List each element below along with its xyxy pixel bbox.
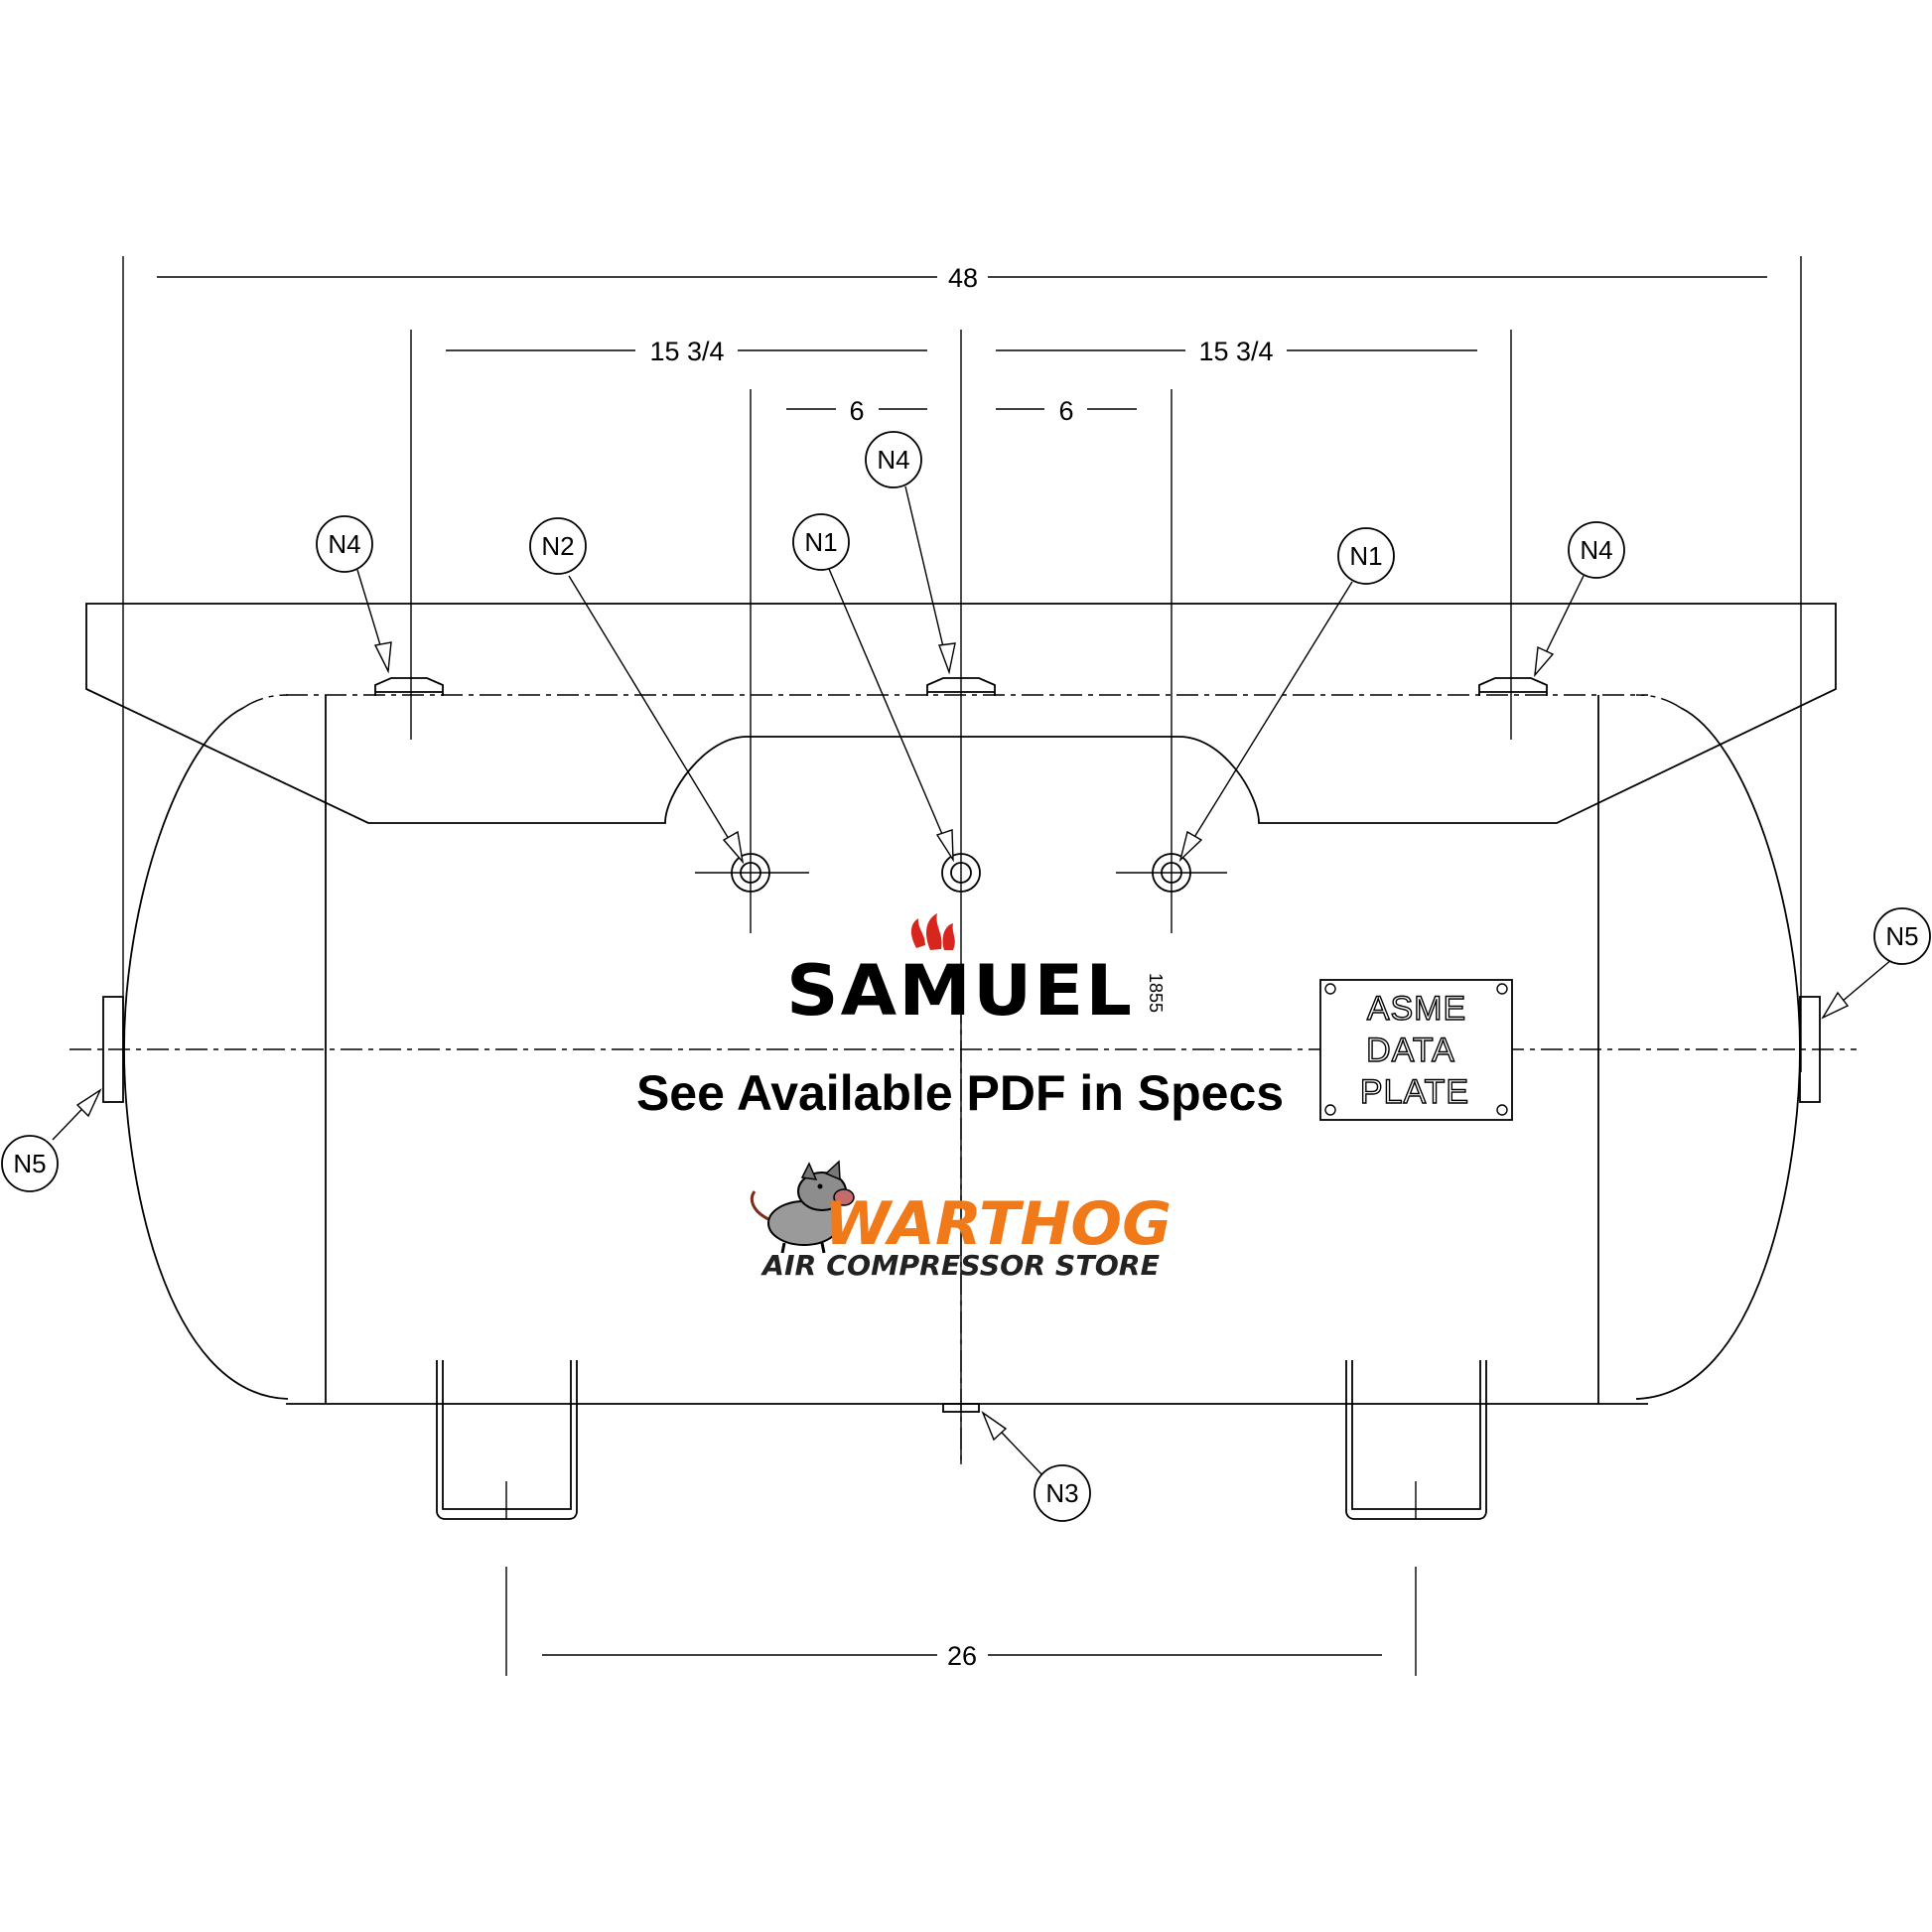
coupling-n5-left [102, 996, 124, 1103]
dimension-top-offsets: 15 3/4 15 3/4 [410, 330, 1512, 1464]
dimension-overall: 48 [122, 256, 1802, 1072]
coupling-n1-center [941, 853, 981, 893]
saddle-left [436, 1360, 578, 1520]
callout-n1-left: N1 [792, 513, 850, 571]
svg-text:N4: N4 [328, 529, 360, 559]
warthog-tagline: AIR COMPRESSOR STORE [760, 1249, 1160, 1282]
callout-n4-center: N4 [865, 431, 922, 488]
svg-text:N5: N5 [13, 1149, 46, 1178]
svg-text:N5: N5 [1885, 921, 1918, 951]
dimension-saddle-spacing: 26 [505, 1481, 1417, 1676]
dimension-inner-right-label: 6 [1058, 396, 1073, 426]
warthog-mascot-icon [750, 1160, 855, 1254]
svg-text:N4: N4 [877, 445, 909, 475]
asme-data-plate: ASME DATA PLATE [1319, 979, 1513, 1121]
svg-text:N3: N3 [1045, 1478, 1078, 1508]
samuel-year: 1855 [1146, 973, 1166, 1013]
dimension-overall-label: 48 [948, 263, 978, 293]
dimension-inner-left-label: 6 [849, 396, 864, 426]
callout-n4-right: N4 [1568, 521, 1625, 579]
coupling-n4-right [1478, 677, 1548, 696]
coupling-n4-center [926, 677, 996, 696]
callout-n1-right: N1 [1337, 527, 1395, 585]
samuel-logo: SAMUEL 1855 [786, 913, 1166, 1032]
coupling-n2 [695, 853, 809, 893]
mounting-plate [85, 603, 1837, 824]
coupling-n1-right [1116, 853, 1227, 893]
warthog-wordmark: WARTHOG [824, 1189, 1172, 1259]
dimension-saddle-label: 26 [947, 1641, 977, 1671]
plate-line-3: PLATE [1360, 1073, 1469, 1111]
coupling-n5-right [1799, 996, 1821, 1103]
svg-text:N2: N2 [541, 531, 574, 561]
dimension-inner: 6 6 [750, 389, 1173, 933]
svg-text:N1: N1 [1349, 541, 1382, 571]
coupling-n3 [942, 1403, 980, 1413]
saddle-right [1345, 1360, 1487, 1520]
plate-line-2: DATA [1366, 1032, 1455, 1069]
callout-n5-right: N5 [1873, 907, 1931, 965]
dimension-right-offset-label: 15 3/4 [1198, 337, 1273, 366]
coupling-n4-left [374, 677, 444, 696]
svg-text:N4: N4 [1580, 535, 1612, 565]
warthog-logo: WARTHOG AIR COMPRESSOR STORE [750, 1160, 1172, 1282]
flame-icon [910, 913, 955, 950]
callout-n4-left: N4 [316, 515, 373, 573]
svg-text:N1: N1 [804, 527, 837, 557]
plate-line-1: ASME [1367, 990, 1466, 1028]
callout-n5-left: N5 [1, 1135, 59, 1192]
callout-n3: N3 [1034, 1464, 1091, 1522]
samuel-wordmark: SAMUEL [786, 950, 1134, 1032]
specs-note: See Available PDF in Specs [636, 1065, 1284, 1121]
leader-lines [52, 485, 1893, 1478]
dimension-left-offset-label: 15 3/4 [649, 337, 724, 366]
callout-n2: N2 [529, 517, 587, 575]
